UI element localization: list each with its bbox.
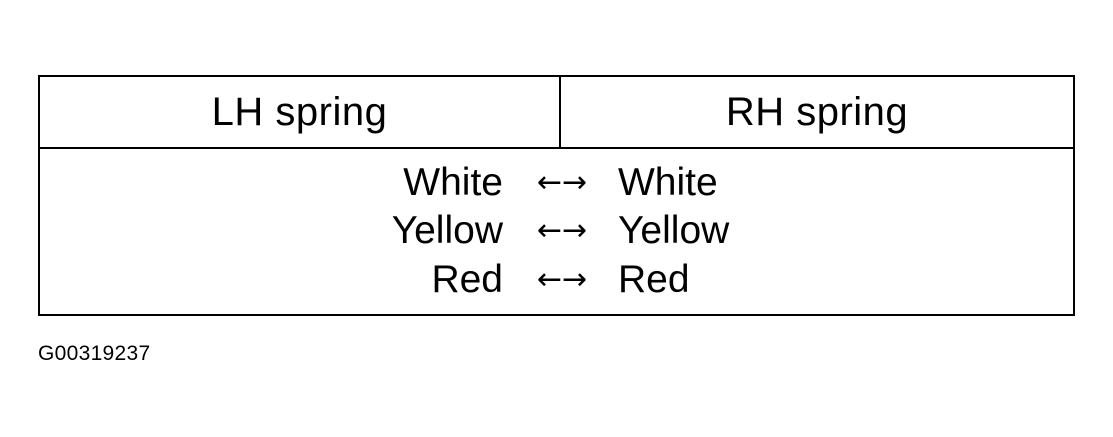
table-header-row: LH spring RH spring [40,77,1073,149]
table-row-red: Red ←→ Red [40,256,1073,304]
double-arrow-icon: ←→ [536,262,588,297]
lh-color-red: Red [431,258,503,301]
table-body: White ←→ White Yellow ←→ Yellow Red ←→ R… [40,149,1073,314]
rh-color-yellow: Yellow [618,209,730,252]
table-row-white: White ←→ White [40,159,1073,207]
table-row-yellow: Yellow ←→ Yellow [40,207,1073,255]
lh-spring-header: LH spring [40,77,561,147]
figure-id-label: G00319237 [38,342,151,365]
double-arrow-icon: ←→ [536,165,588,200]
rh-color-white: White [618,161,718,204]
spring-color-table: LH spring RH spring White ←→ White Yello… [38,75,1075,316]
lh-color-yellow: Yellow [391,209,503,252]
lh-color-white: White [403,161,503,204]
rh-spring-header: RH spring [725,90,909,134]
rh-color-red: Red [618,258,690,301]
double-arrow-icon: ←→ [536,213,588,248]
